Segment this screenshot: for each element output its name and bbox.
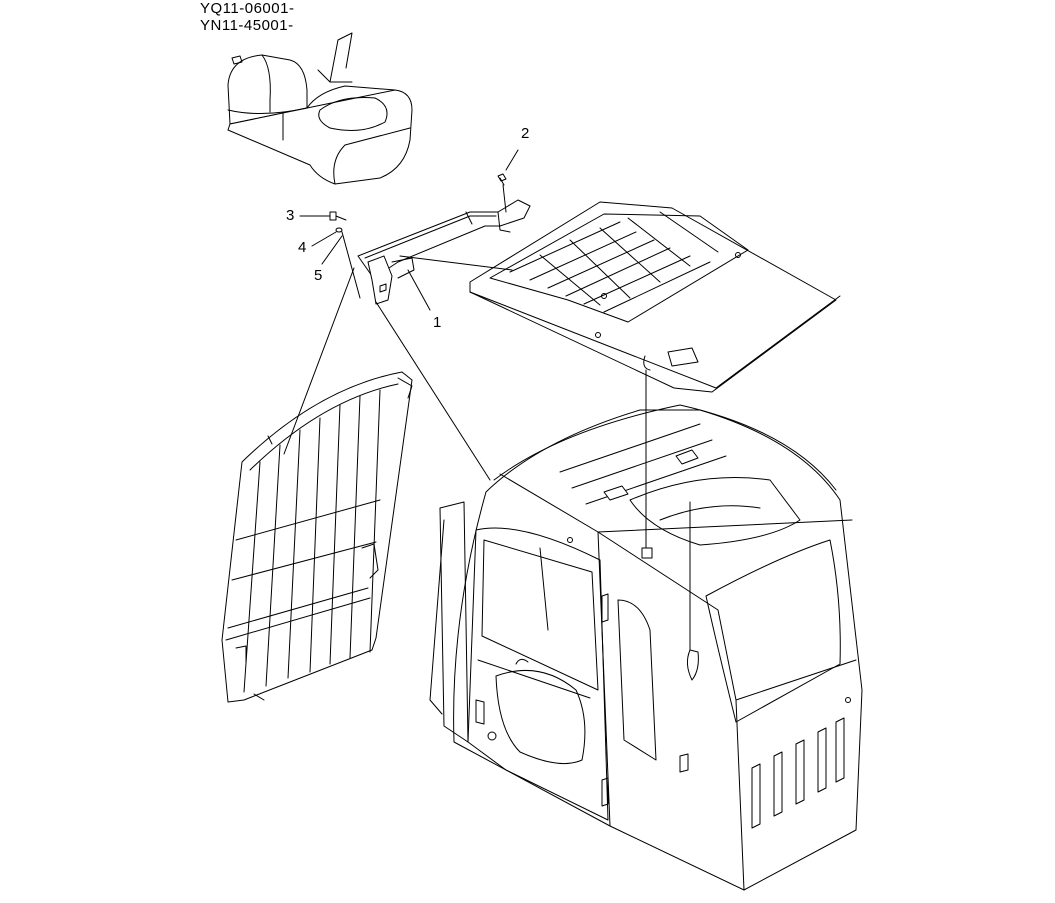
washer-part-5: [321, 231, 361, 299]
operator-cab: [429, 404, 863, 891]
bracket-part-1: [357, 199, 531, 305]
callout-3: 3: [286, 207, 295, 224]
callout-1: 1: [433, 314, 442, 331]
serial-range-2: YN11-45001-: [200, 17, 294, 34]
bolt-part-3: [299, 211, 347, 221]
roof-guard-panel: [469, 201, 841, 393]
washer-part-4: [311, 227, 343, 247]
seat-illustration: [227, 32, 413, 185]
side-guard-panel: [221, 371, 413, 703]
callout-5: 5: [314, 267, 323, 284]
assembly-leader-lines: [283, 255, 691, 651]
bolt-part-2: [497, 149, 519, 213]
callout-4: 4: [298, 239, 307, 256]
callout-2: 2: [521, 125, 530, 142]
serial-range-1: YQ11-06001-: [200, 0, 295, 17]
